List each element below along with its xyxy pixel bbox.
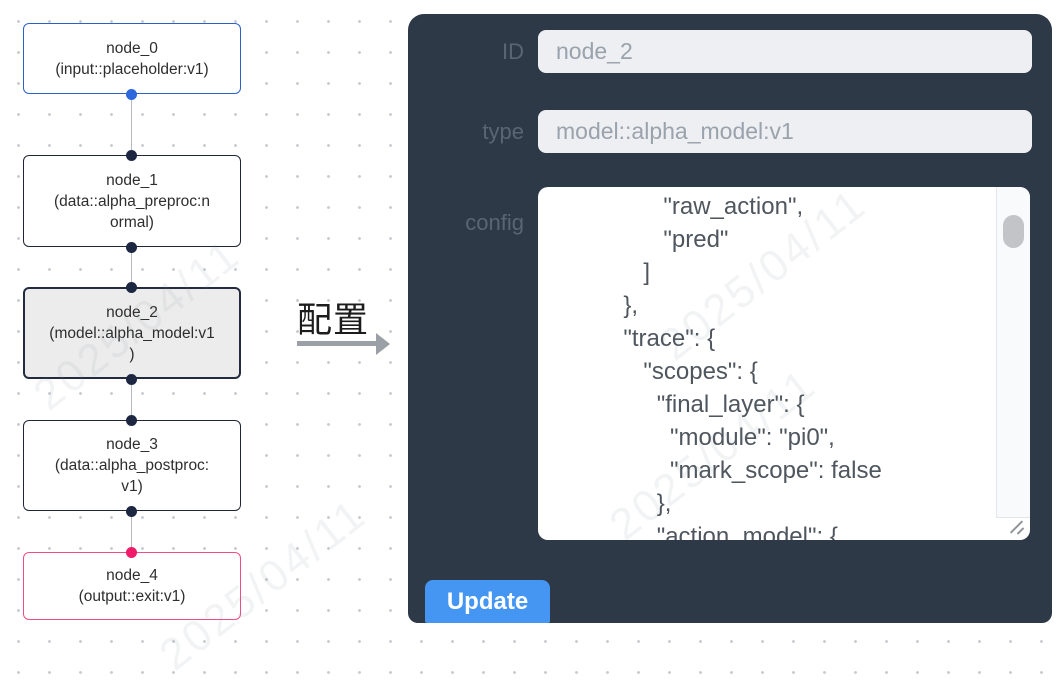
id-input[interactable] <box>538 30 1032 73</box>
config-scrollbar-track[interactable] <box>996 187 1030 518</box>
port-node0-output[interactable] <box>126 88 137 100</box>
graph-node-1[interactable]: node_1 (data::alpha_preproc:n ormal) <box>23 155 241 247</box>
configure-label: 配置 <box>296 301 369 340</box>
graph-node-2-selected[interactable]: node_2 (model::alpha_model:v1 ) <box>23 287 241 379</box>
right-arrow-icon <box>376 332 390 355</box>
edge-node1-node2 <box>130 247 132 287</box>
port-node3-output[interactable] <box>126 505 137 517</box>
graph-node-0[interactable]: node_0 (input::placeholder:v1) <box>23 23 241 94</box>
port-node2-input[interactable] <box>126 281 137 293</box>
edge-node3-node4 <box>130 511 132 552</box>
edge-node2-node3 <box>130 379 132 420</box>
id-field-label: ID <box>502 39 524 64</box>
graph-node-3[interactable]: node_3 (data::alpha_postproc: v1) <box>23 420 241 511</box>
port-node1-output[interactable] <box>126 241 137 253</box>
textarea-resize-handle-icon[interactable] <box>1007 518 1027 536</box>
port-node1-input[interactable] <box>126 149 137 161</box>
config-textarea[interactable]: "raw_action", "pred" ] }, "trace": { "sc… <box>538 187 1030 540</box>
port-node3-input[interactable] <box>126 414 137 426</box>
node-config-panel: ID type config "raw_action", "pred" ] },… <box>408 14 1052 623</box>
port-node2-output[interactable] <box>126 373 137 385</box>
edge-node0-node1 <box>130 94 132 155</box>
type-input[interactable] <box>538 110 1032 153</box>
config-field-label: config <box>465 210 524 235</box>
update-button[interactable]: Update <box>425 580 550 623</box>
right-arrow-shaft <box>297 341 378 346</box>
config-scrollbar-thumb[interactable] <box>1003 215 1024 248</box>
port-node4-input[interactable] <box>126 546 137 558</box>
graph-node-4[interactable]: node_4 (output::exit:v1) <box>23 552 241 620</box>
type-field-label: type <box>482 119 524 144</box>
config-json-text[interactable]: "raw_action", "pred" ] }, "trace": { "sc… <box>623 193 882 540</box>
